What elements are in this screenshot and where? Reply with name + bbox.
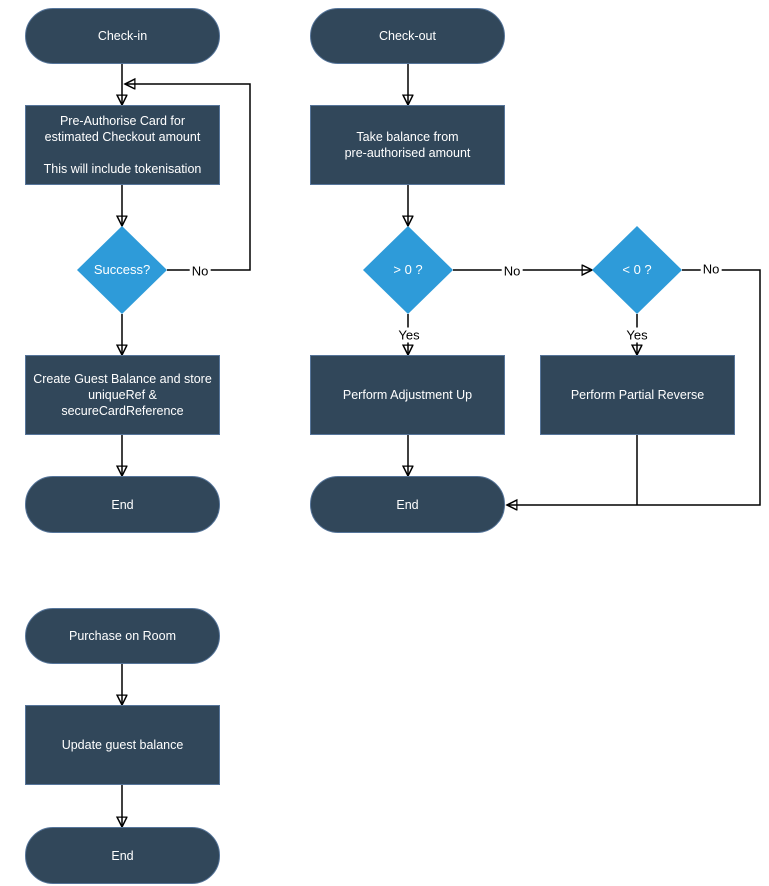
- node-label: Check-in: [97, 29, 148, 43]
- node-label: < 0 ?: [622, 262, 652, 277]
- node-label: End: [396, 497, 419, 512]
- node-label: Create Guest Balance and store uniqueRef…: [33, 372, 212, 418]
- edge-label-lt-zero-yes: Yes: [624, 327, 650, 343]
- node-label: Success?: [93, 262, 151, 277]
- node-create-guest-balance: Create Guest Balance and store uniqueRef…: [25, 355, 220, 435]
- node-label: End: [111, 497, 134, 512]
- node-take-balance: Take balance from pre-authorised amount: [310, 105, 505, 185]
- node-checkout-end: End: [310, 476, 505, 533]
- node-label: Update guest balance: [61, 738, 184, 752]
- node-perform-partial-reverse: Perform Partial Reverse: [540, 355, 735, 435]
- node-checkin-start: Check-in: [25, 8, 220, 64]
- node-label: End: [111, 848, 134, 863]
- node-label: Check-out: [379, 29, 436, 43]
- node-label: Perform Partial Reverse: [570, 388, 705, 402]
- node-purchase-end: End: [25, 827, 220, 884]
- node-preauthorise-card: Pre-Authorise Card for estimated Checkou…: [25, 105, 220, 185]
- edge-label-lt-zero-no: No: [700, 261, 722, 277]
- node-label: Pre-Authorise Card for estimated Checkou…: [43, 114, 202, 176]
- node-label: Take balance from pre-authorised amount: [344, 130, 471, 160]
- node-perform-adjustment-up: Perform Adjustment Up: [310, 355, 505, 435]
- node-label: Purchase on Room: [68, 629, 176, 643]
- node-label: Perform Adjustment Up: [342, 388, 473, 402]
- node-label: > 0 ?: [393, 262, 423, 277]
- node-checkout-start: Check-out: [310, 8, 505, 64]
- edge-label-gt-zero-no: No: [501, 263, 523, 279]
- edge-label-success-no: No: [189, 263, 211, 279]
- node-update-guest-balance: Update guest balance: [25, 705, 220, 785]
- node-checkin-end: End: [25, 476, 220, 533]
- node-purchase-start: Purchase on Room: [25, 608, 220, 664]
- edge-label-gt-zero-yes: Yes: [396, 327, 422, 343]
